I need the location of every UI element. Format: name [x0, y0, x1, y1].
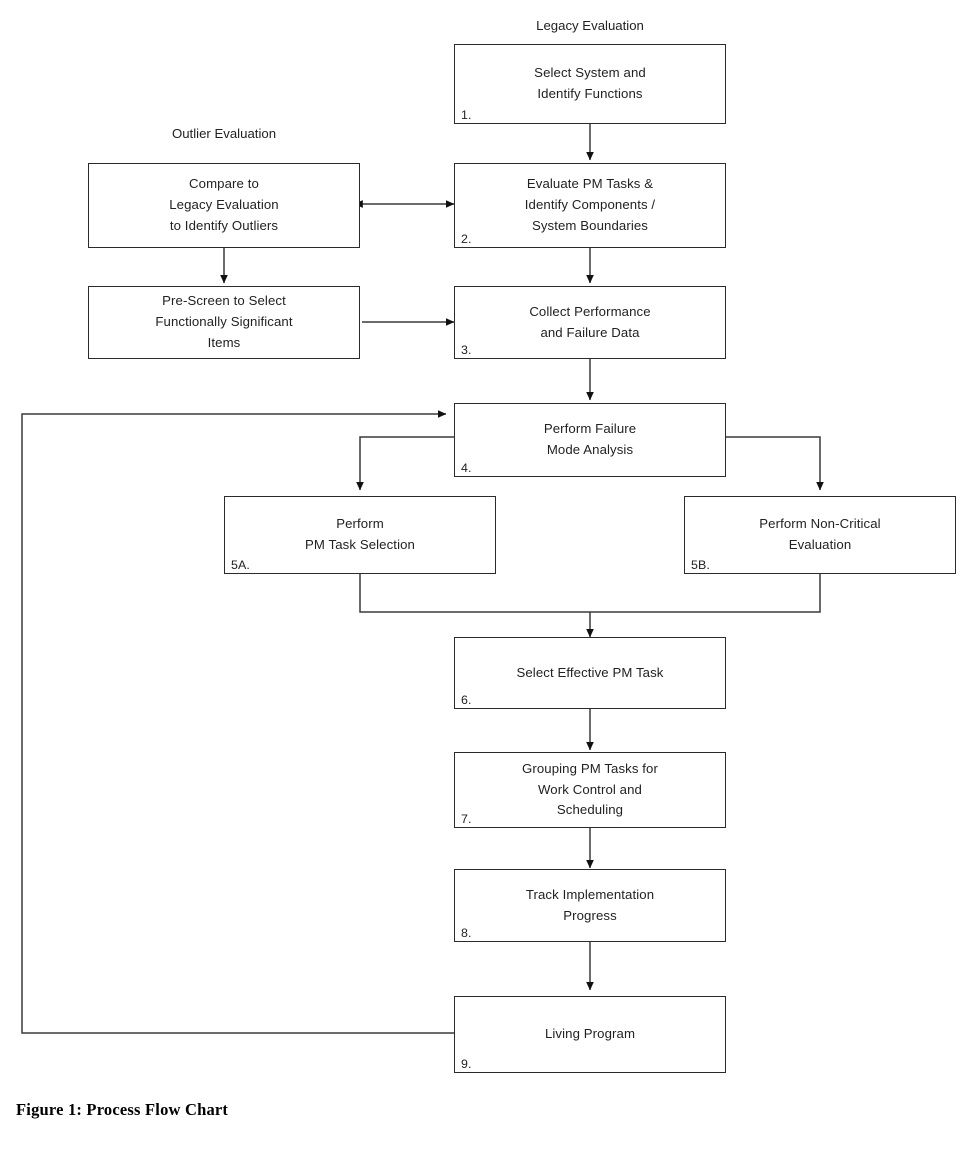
group-label-outlier-evaluation: Outlier Evaluation: [171, 126, 277, 141]
figure-caption: Figure 1: Process Flow Chart: [16, 1100, 229, 1119]
node-text: Living Program: [544, 1026, 636, 1042]
node-text: Perform PM Task Selection: [305, 516, 415, 552]
node-text: Perform Non-Critical Evaluation: [759, 516, 881, 552]
node-number: 5A.: [231, 557, 250, 572]
node-compare-to-legacy-evaluation[interactable]: Compare to Legacy Evaluation to Identify…: [88, 163, 360, 248]
node-perform-pm-task-selection[interactable]: Perform PM Task Selection 5A.: [224, 496, 496, 574]
node-number: 4.: [461, 460, 472, 475]
node-number: 6.: [461, 692, 472, 707]
node-evaluate-pm-tasks-identify-components[interactable]: Evaluate PM Tasks & Identify Components …: [454, 163, 726, 248]
node-number: 9.: [461, 1056, 472, 1071]
node-number: 8.: [461, 925, 472, 940]
node-text: Perform Failure Mode Analysis: [543, 421, 637, 457]
node-text: Grouping PM Tasks for Work Control and S…: [522, 760, 658, 818]
edge-n4-n5a: [356, 436, 454, 491]
node-grouping-pm-tasks-for-work-control[interactable]: Grouping PM Tasks for Work Control and S…: [454, 752, 726, 828]
node-text: Evaluate PM Tasks & Identify Components …: [524, 176, 656, 233]
node-text: Select System and Identify Functions: [534, 65, 646, 101]
node-pre-screen-functionally-significant-items[interactable]: Pre-Screen to Select Functionally Signif…: [88, 286, 360, 359]
node-living-program[interactable]: Living Program 9.: [454, 996, 726, 1073]
node-text: Collect Performance and Failure Data: [529, 303, 651, 340]
edge-n4-n5b: [726, 436, 824, 491]
node-perform-failure-mode-analysis[interactable]: Perform Failure Mode Analysis 4.: [454, 403, 726, 477]
edge-n5a-bus: [359, 574, 590, 613]
node-text: Pre-Screen to Select Functionally Signif…: [155, 293, 293, 350]
node-perform-non-critical-evaluation[interactable]: Perform Non-Critical Evaluation 5B.: [684, 496, 956, 574]
node-select-effective-pm-task[interactable]: Select Effective PM Task 6.: [454, 637, 726, 709]
node-select-system-and-identify-functions[interactable]: Select System and Identify Functions 1.: [454, 44, 726, 124]
node-number: 7.: [461, 811, 472, 826]
node-text: Select Effective PM Task: [516, 664, 664, 680]
node-number: 2.: [461, 231, 472, 246]
node-text: Track Implementation Progress: [525, 886, 655, 923]
edge-n5b-bus: [590, 574, 821, 613]
node-collect-performance-and-failure-data[interactable]: Collect Performance and Failure Data 3.: [454, 286, 726, 359]
node-number: 3.: [461, 342, 472, 357]
node-number: 1.: [461, 107, 472, 122]
node-number: 5B.: [691, 557, 710, 572]
node-track-implementation-progress[interactable]: Track Implementation Progress 8.: [454, 869, 726, 942]
group-label-legacy-evaluation: Legacy Evaluation: [536, 18, 644, 33]
node-text: Compare to Legacy Evaluation to Identify…: [169, 176, 279, 233]
